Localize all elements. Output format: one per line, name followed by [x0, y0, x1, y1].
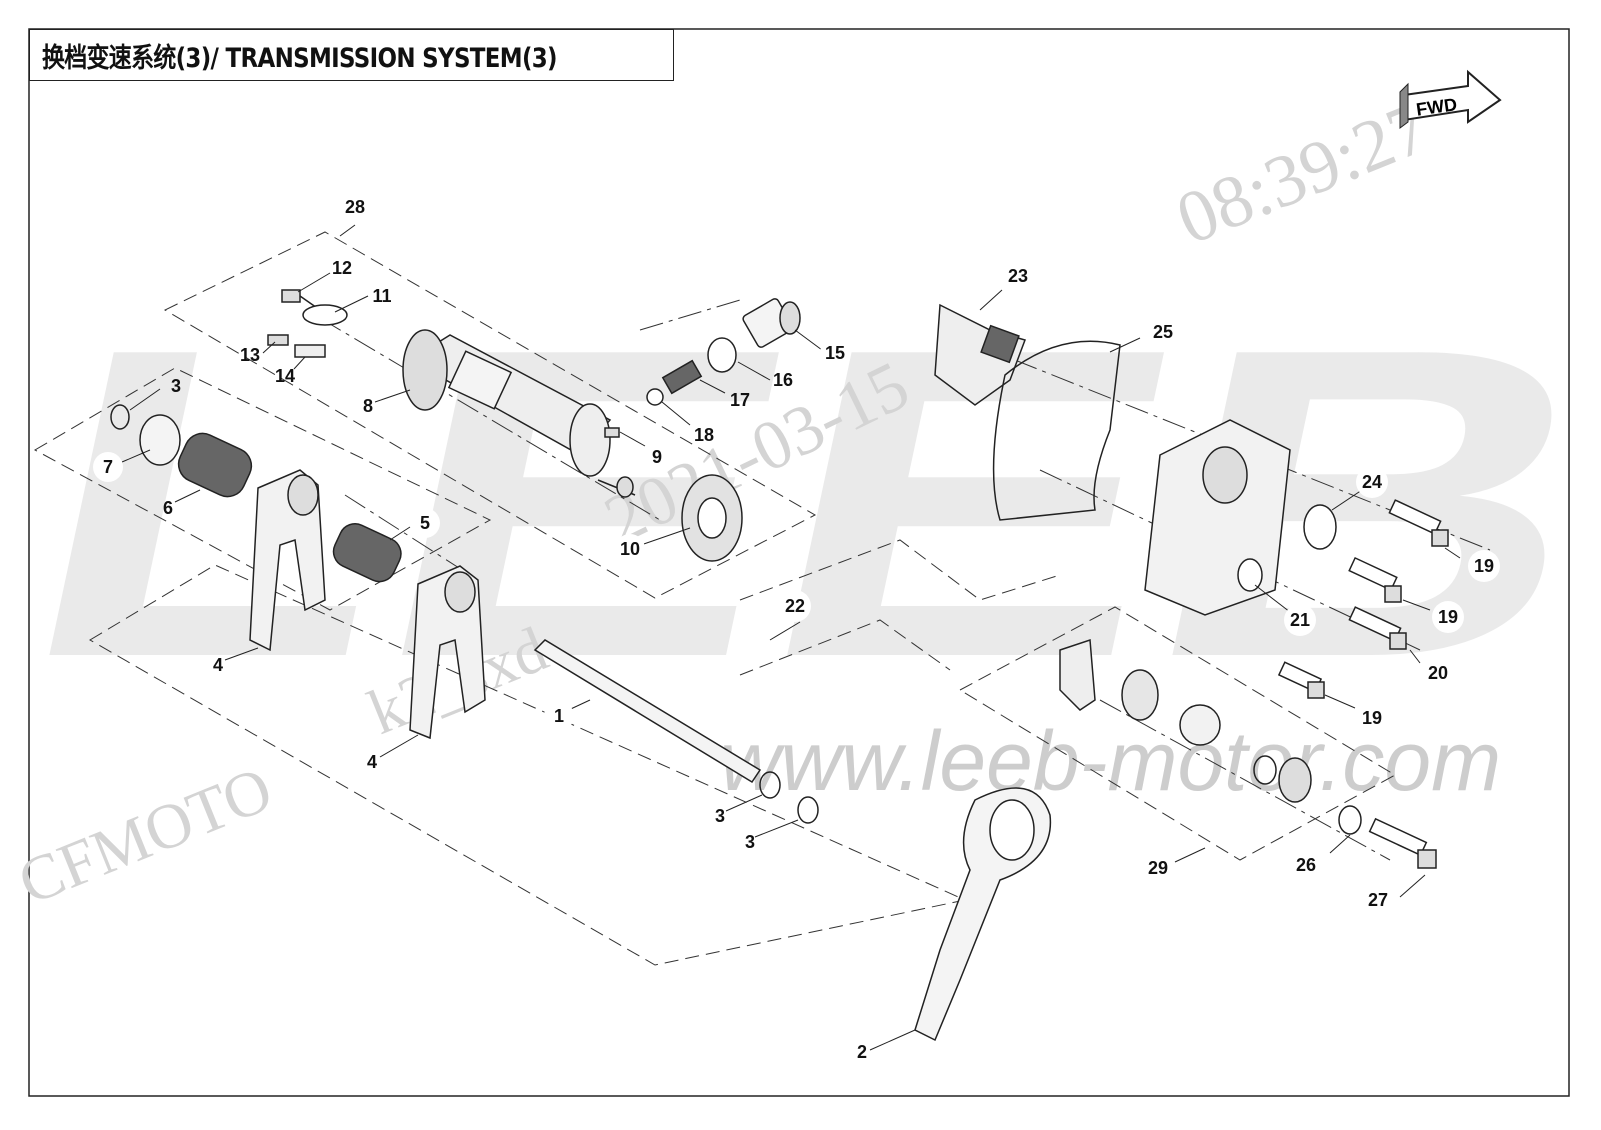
- callout-19-mid: 19: [1438, 607, 1458, 627]
- bolt-20-part: [1348, 606, 1407, 650]
- shift-cam-part: [681, 474, 743, 562]
- parts-layer: [110, 289, 1449, 1042]
- seal-24-part: [1303, 504, 1337, 550]
- callout-13: 13: [240, 345, 260, 365]
- watermark-time: 08:39:27: [1166, 86, 1441, 261]
- washer-16-part: [707, 337, 737, 373]
- callout-5: 5: [420, 513, 430, 533]
- callout-labels: 1 2 3 3 3 4 4 5 6 7 8 9 10 11 12 13 14 1…: [93, 191, 1500, 1062]
- bolt-19-lower-part: [1277, 661, 1325, 699]
- shift-fork-left-part: [249, 469, 326, 652]
- callout-15: 15: [825, 343, 845, 363]
- callout-bubble: [544, 701, 574, 731]
- guide-plate-part: [1059, 638, 1096, 711]
- callout-22: 22: [785, 596, 805, 616]
- screw-12-part: [281, 289, 321, 311]
- spring-6-part: [177, 432, 253, 498]
- shift-drum-part: [402, 329, 636, 498]
- callout-20: 20: [1428, 663, 1448, 683]
- shift-shaft-part: [533, 639, 762, 784]
- fwd-arrow-icon: FWD: [1399, 69, 1502, 129]
- callout-1: 1: [554, 706, 564, 726]
- gear-part: [1179, 704, 1221, 746]
- spring-part: [1278, 757, 1312, 803]
- washer-26-part: [1338, 805, 1362, 835]
- callout-3-low: 3: [745, 832, 755, 852]
- callout-11: 11: [372, 286, 391, 306]
- callout-7: 7: [103, 457, 113, 477]
- watermark-cfmoto: CFMOTO: [9, 753, 282, 918]
- callout-4-right: 4: [367, 752, 377, 772]
- assembly-upper-left-outline: [33, 367, 492, 611]
- circlip-3-mid-part: [759, 771, 781, 799]
- plug-bolt-15-part: [742, 298, 801, 348]
- watermark-layer: LEEB www.leeb-motor.com CFMOTO k2_sxd 20…: [0, 86, 1601, 918]
- callout-23: 23: [1008, 266, 1028, 286]
- callout-29: 29: [1148, 858, 1168, 878]
- callout-26: 26: [1296, 855, 1316, 875]
- ball-18-part: [646, 388, 664, 406]
- pin-13-part: [267, 334, 289, 346]
- callout-14: 14: [275, 366, 295, 386]
- callout-17: 17: [730, 390, 750, 410]
- cover-21-part: [1144, 419, 1291, 616]
- washer-11-part: [302, 304, 348, 326]
- bolt-27-part: [1368, 817, 1437, 869]
- watermark-brand: LEEB: [0, 257, 1601, 748]
- bolt-19-upper-part: [1388, 499, 1449, 547]
- spring-17-part: [661, 359, 703, 395]
- callout-9: 9: [652, 447, 662, 467]
- stopper-23-part: [934, 303, 1026, 406]
- assembly-22-outline: [739, 539, 1061, 601]
- callout-24: 24: [1362, 472, 1382, 492]
- callout-leaders: [121, 224, 1461, 1051]
- page-title: 换档变速系统(3)/ TRANSMISSION SYSTEM(3): [42, 43, 558, 74]
- pin-9-part: [604, 427, 620, 438]
- shift-fork-right-part: [409, 565, 486, 740]
- callout-10: 10: [620, 539, 640, 559]
- callout-19-upper: 19: [1474, 556, 1494, 576]
- gasket-25-part: [992, 340, 1121, 521]
- callout-28: 28: [345, 197, 365, 217]
- callout-27: 27: [1368, 890, 1388, 910]
- shift-arm-part: [914, 787, 1052, 1042]
- callout-3-mid: 3: [715, 806, 725, 826]
- callout-19-lower: 19: [1362, 708, 1382, 728]
- washer-part: [1253, 755, 1277, 785]
- fwd-label: FWD: [1415, 94, 1458, 120]
- bolt-19-mid-part: [1348, 556, 1402, 603]
- callout-18: 18: [694, 425, 714, 445]
- plate-14-part: [294, 344, 326, 358]
- callout-8: 8: [363, 396, 373, 416]
- callout-3-top: 3: [171, 376, 181, 396]
- circlip-3-low-part: [797, 796, 819, 824]
- drawing-border: [28, 28, 1570, 1097]
- assembly-29-outline: [958, 606, 1397, 861]
- watermark-url: www.leeb-motor.com: [720, 714, 1501, 808]
- title-box: [29, 29, 674, 81]
- callout-6: 6: [163, 498, 173, 518]
- assembly-28-outline: [163, 231, 817, 599]
- callout-21: 21: [1290, 610, 1310, 630]
- callout-16: 16: [773, 370, 793, 390]
- callout-4-left: 4: [213, 655, 223, 675]
- collar-7-part: [139, 414, 181, 466]
- collar-part: [1121, 669, 1159, 721]
- callout-2: 2: [857, 1042, 867, 1062]
- callout-12: 12: [332, 258, 352, 278]
- circlip-3-top-part: [110, 404, 130, 430]
- spring-5-part: [332, 523, 402, 583]
- callout-25: 25: [1153, 322, 1173, 342]
